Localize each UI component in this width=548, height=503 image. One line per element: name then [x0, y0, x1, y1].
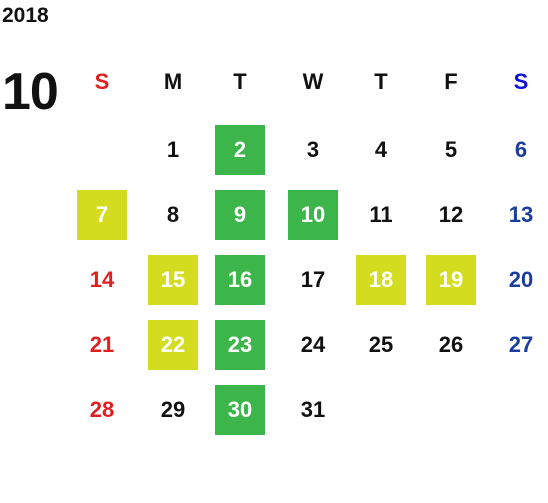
day-cell[interactable]: 28	[89, 397, 115, 422]
day-cell[interactable]: 13	[508, 202, 534, 227]
day-cell[interactable]: 18	[356, 255, 406, 305]
day-cell[interactable]: 2	[215, 125, 265, 175]
weekday-tue: T	[233, 69, 247, 94]
year-label: 2018	[2, 4, 49, 27]
weekday-wed: W	[302, 69, 324, 94]
day-cell[interactable]: 10	[288, 190, 338, 240]
day-cell[interactable]: 19	[426, 255, 476, 305]
day-cell[interactable]: 11	[369, 202, 393, 227]
day-cell[interactable]: 29	[160, 397, 186, 422]
weekday-fri: F	[444, 69, 458, 94]
day-cell[interactable]: 5	[444, 137, 458, 162]
weekday-sun: S	[94, 69, 110, 94]
day-cell[interactable]: 15	[148, 255, 198, 305]
month-number: 10	[2, 63, 59, 121]
day-cell[interactable]: 8	[166, 202, 180, 227]
day-cell[interactable]: 20	[508, 267, 534, 292]
day-cell[interactable]: 27	[508, 332, 534, 357]
day-cell[interactable]: 23	[215, 320, 265, 370]
day-cell[interactable]: 9	[215, 190, 265, 240]
day-cell[interactable]: 21	[89, 332, 115, 357]
day-cell[interactable]: 4	[374, 137, 388, 162]
day-cell[interactable]: 16	[215, 255, 265, 305]
day-cell[interactable]: 6	[514, 137, 528, 162]
day-cell[interactable]: 14	[89, 267, 115, 292]
day-cell[interactable]: 12	[438, 202, 464, 227]
day-cell[interactable]: 17	[300, 267, 326, 292]
weekday-sat: S	[513, 69, 529, 94]
day-cell[interactable]: 30	[215, 385, 265, 435]
day-cell[interactable]: 7	[77, 190, 127, 240]
day-cell[interactable]: 22	[148, 320, 198, 370]
weekday-mon: M	[163, 69, 183, 94]
weekday-thu: T	[374, 69, 388, 94]
day-cell[interactable]: 1	[166, 137, 180, 162]
day-cell[interactable]: 24	[300, 332, 326, 357]
day-cell[interactable]: 26	[438, 332, 464, 357]
day-cell[interactable]: 25	[368, 332, 394, 357]
day-cell[interactable]: 31	[300, 397, 326, 422]
day-cell[interactable]: 3	[306, 137, 320, 162]
